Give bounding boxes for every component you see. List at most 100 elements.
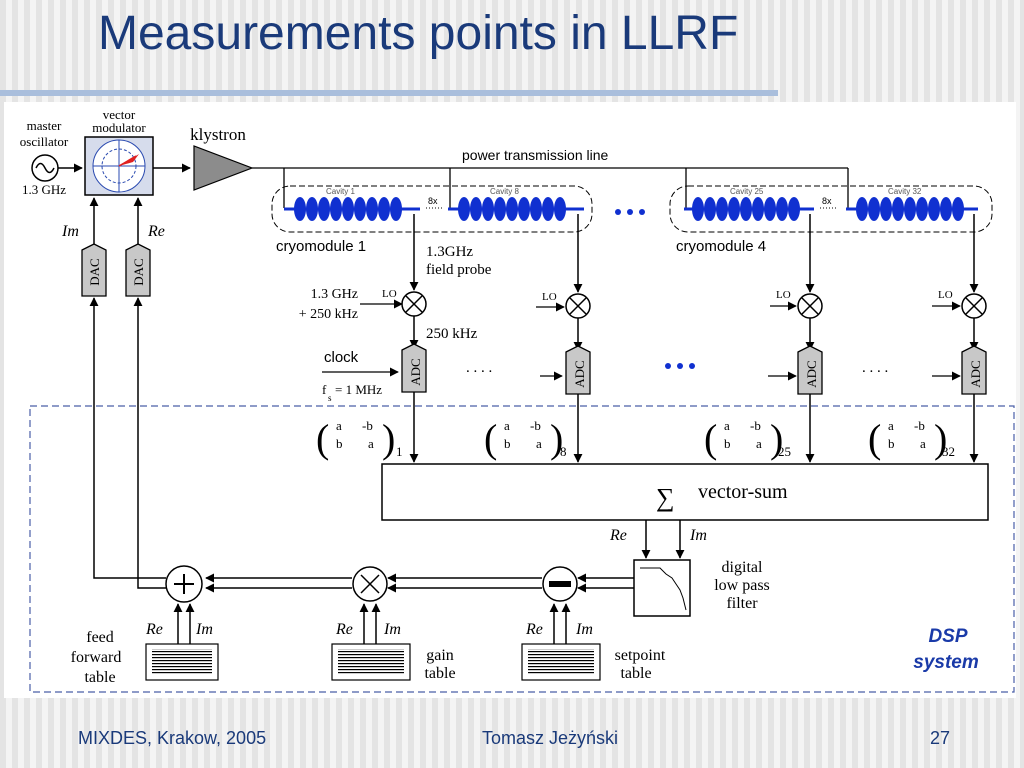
slide-title: Measurements points in LLRF <box>98 7 739 60</box>
dac-im: DAC <box>81 243 107 297</box>
adc-gap-dots <box>665 363 695 369</box>
adc-25: ADC <box>797 345 823 395</box>
svg-text:ADC: ADC <box>408 358 423 385</box>
svg-text:low pass: low pass <box>714 577 770 594</box>
svg-text:a: a <box>920 436 926 451</box>
setpoint-subtractor <box>542 566 578 602</box>
footer-conference: MIXDES, Krakow, 2005 <box>78 728 267 748</box>
cryomodule-4-box <box>669 185 993 233</box>
setpoint-table: setpoint table <box>521 643 666 682</box>
adc-dots-1: . . . . <box>466 360 492 376</box>
svg-text:Re: Re <box>525 621 543 638</box>
title-underline <box>0 90 778 96</box>
svg-text:a: a <box>756 436 762 451</box>
svg-text:LO: LO <box>776 289 791 301</box>
svg-text:DSP: DSP <box>928 626 967 647</box>
dac-re: DAC <box>125 243 151 297</box>
svg-text:system: system <box>913 652 979 673</box>
cryomodule-1-box <box>271 185 593 233</box>
svg-text:filter: filter <box>726 595 758 612</box>
svg-text:ADC: ADC <box>968 360 983 387</box>
svg-text:ADC: ADC <box>804 360 819 387</box>
svg-text:b: b <box>336 436 343 451</box>
svg-text:s: s <box>328 393 332 403</box>
svg-text:a: a <box>368 436 374 451</box>
gain-multiplier <box>352 566 388 602</box>
master-oscillator: master oscillator 1.3 GHz <box>20 118 69 197</box>
svg-text:Cavity 1: Cavity 1 <box>326 187 355 196</box>
low-pass-filter: digital low pass filter <box>633 559 770 617</box>
if-frequency-label: 250 kHz <box>426 326 478 342</box>
svg-text:table: table <box>84 669 115 686</box>
svg-text:Im: Im <box>383 621 401 638</box>
klystron: klystron <box>190 125 254 191</box>
svg-text:8x: 8x <box>428 196 438 206</box>
cavity-32 <box>846 197 978 221</box>
footer-author: Tomasz Jeżyński <box>482 728 619 748</box>
vector-sum-block: ∑ vector-sum <box>381 463 989 521</box>
svg-text:(: ( <box>868 416 881 461</box>
svg-text:modulator: modulator <box>92 120 146 135</box>
svg-text:gain: gain <box>426 647 454 664</box>
svg-text:a: a <box>724 418 730 433</box>
svg-text:(: ( <box>484 416 497 461</box>
svg-text:1: 1 <box>396 444 403 459</box>
cavity-25 <box>684 197 814 221</box>
svg-text:Cavity 32: Cavity 32 <box>888 187 922 196</box>
cryomodule-4-label: cryomodule 4 <box>676 238 766 255</box>
svg-text:Re: Re <box>335 621 353 638</box>
svg-text:a: a <box>888 418 894 433</box>
matrix-8: ( a -b b a ) 8 <box>484 416 567 461</box>
cryomodule-gap-dots <box>615 209 645 215</box>
svg-text:LO: LO <box>382 288 397 300</box>
clock-label: clock <box>324 349 359 366</box>
svg-text:b: b <box>504 436 511 451</box>
mixer-8 <box>565 293 591 319</box>
svg-text:feed: feed <box>86 629 114 646</box>
svg-text:master: master <box>27 118 62 133</box>
svg-text:vector-sum: vector-sum <box>698 481 788 503</box>
svg-text:Re: Re <box>609 527 627 544</box>
vector-modulator: vector modulator <box>84 107 154 196</box>
svg-text:f: f <box>322 382 327 397</box>
svg-text:klystron: klystron <box>190 125 246 144</box>
svg-text:= 1 MHz: = 1 MHz <box>335 382 382 397</box>
svg-text:a: a <box>536 436 542 451</box>
svg-text:Im: Im <box>575 621 593 638</box>
footer-page-number: 27 <box>930 728 951 748</box>
svg-text:a: a <box>504 418 510 433</box>
svg-text:Im: Im <box>61 223 79 240</box>
mixer-32 <box>961 293 987 319</box>
matrix-32: ( a -b b a ) 32 <box>868 416 955 461</box>
svg-text:Re: Re <box>145 621 163 638</box>
svg-text:field probe: field probe <box>426 262 492 278</box>
svg-text:LO: LO <box>938 289 953 301</box>
mixer-25 <box>797 293 823 319</box>
adc-1: ADC <box>401 343 427 393</box>
svg-text:table: table <box>424 665 455 682</box>
field-probe-label: 1.3GHz <box>426 244 473 260</box>
svg-text:oscillator: oscillator <box>20 134 69 149</box>
matrix-25: ( a -b b a ) 25 <box>704 416 791 461</box>
svg-text:Cavity 8: Cavity 8 <box>490 187 519 196</box>
feed-forward-table: feed forward table <box>71 629 219 686</box>
svg-text:Re: Re <box>147 223 165 240</box>
matrix-1: ( a -b b a ) 1 <box>316 416 403 461</box>
svg-text:-b: -b <box>914 418 925 433</box>
svg-text:-b: -b <box>530 418 541 433</box>
svg-text:8: 8 <box>560 444 567 459</box>
svg-text:forward: forward <box>71 649 122 666</box>
svg-text:a: a <box>336 418 342 433</box>
svg-text:(: ( <box>704 416 717 461</box>
svg-text:b: b <box>724 436 731 451</box>
cryomodule-1-label: cryomodule 1 <box>276 238 366 255</box>
svg-text:32: 32 <box>942 444 955 459</box>
svg-text:-b: -b <box>750 418 761 433</box>
svg-text:25: 25 <box>778 444 791 459</box>
svg-text:vector: vector <box>103 107 136 122</box>
svg-text:LO: LO <box>542 291 557 303</box>
svg-text:(: ( <box>316 416 329 461</box>
adc-dots-2: . . . . <box>862 360 888 376</box>
svg-text:table: table <box>620 665 651 682</box>
